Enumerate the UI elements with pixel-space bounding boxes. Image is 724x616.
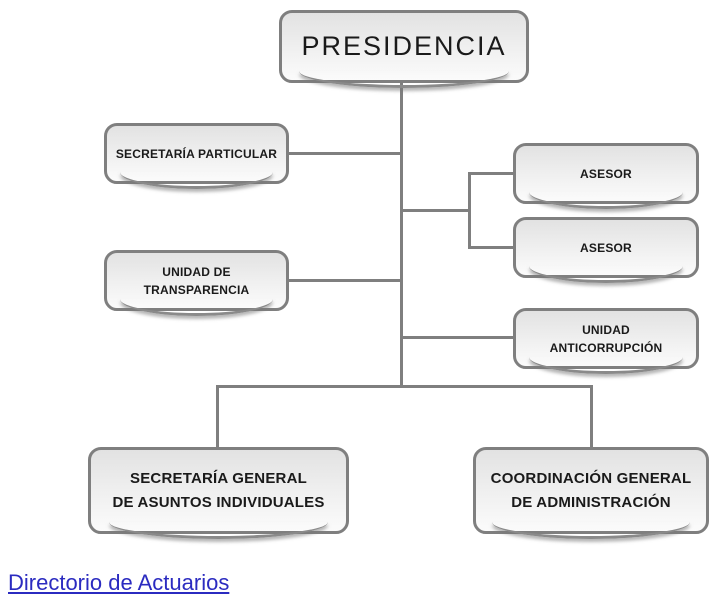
node-bottom-arc bbox=[119, 299, 274, 316]
org-node-label: SECRETARÍA PARTICULAR bbox=[115, 146, 278, 161]
connector-asesor-bracket bbox=[468, 172, 471, 249]
org-node-label: PRESIDENCIA bbox=[301, 31, 507, 62]
node-bottom-arc bbox=[492, 522, 690, 539]
connector-asesor-stem bbox=[400, 209, 470, 212]
node-bottom-arc bbox=[528, 357, 684, 374]
org-node-label: ASESOR bbox=[580, 240, 632, 255]
node-bottom-arc bbox=[119, 172, 274, 189]
org-node-label: ASESOR bbox=[580, 166, 632, 181]
node-bottom-arc bbox=[528, 266, 684, 283]
node-bottom-arc bbox=[299, 71, 509, 88]
connector-secretaria-particular bbox=[289, 152, 402, 155]
directorio-de-actuarios-link[interactable]: Directorio de Actuarios bbox=[8, 570, 230, 595]
org-node-asesor-2: ASESOR bbox=[513, 217, 699, 283]
org-node-asesor-1: ASESOR bbox=[513, 143, 699, 209]
org-node-secretaria-particular: SECRETARÍA PARTICULAR bbox=[104, 123, 289, 189]
connector-unidad-transparencia bbox=[289, 279, 402, 282]
connector-unidad-anticorrupcion bbox=[400, 336, 513, 339]
connector-bottom-left-drop bbox=[216, 385, 219, 447]
connector-asesor-1 bbox=[468, 172, 513, 175]
node-bottom-arc bbox=[108, 522, 329, 539]
node-bottom-arc bbox=[528, 192, 684, 209]
connector-bottom-right-drop bbox=[590, 385, 593, 447]
org-node-presidencia: PRESIDENCIA bbox=[279, 10, 529, 88]
connector-bottom-bar bbox=[216, 385, 593, 388]
connector-asesor-2 bbox=[468, 246, 513, 249]
connector-trunk-vertical bbox=[400, 83, 403, 388]
